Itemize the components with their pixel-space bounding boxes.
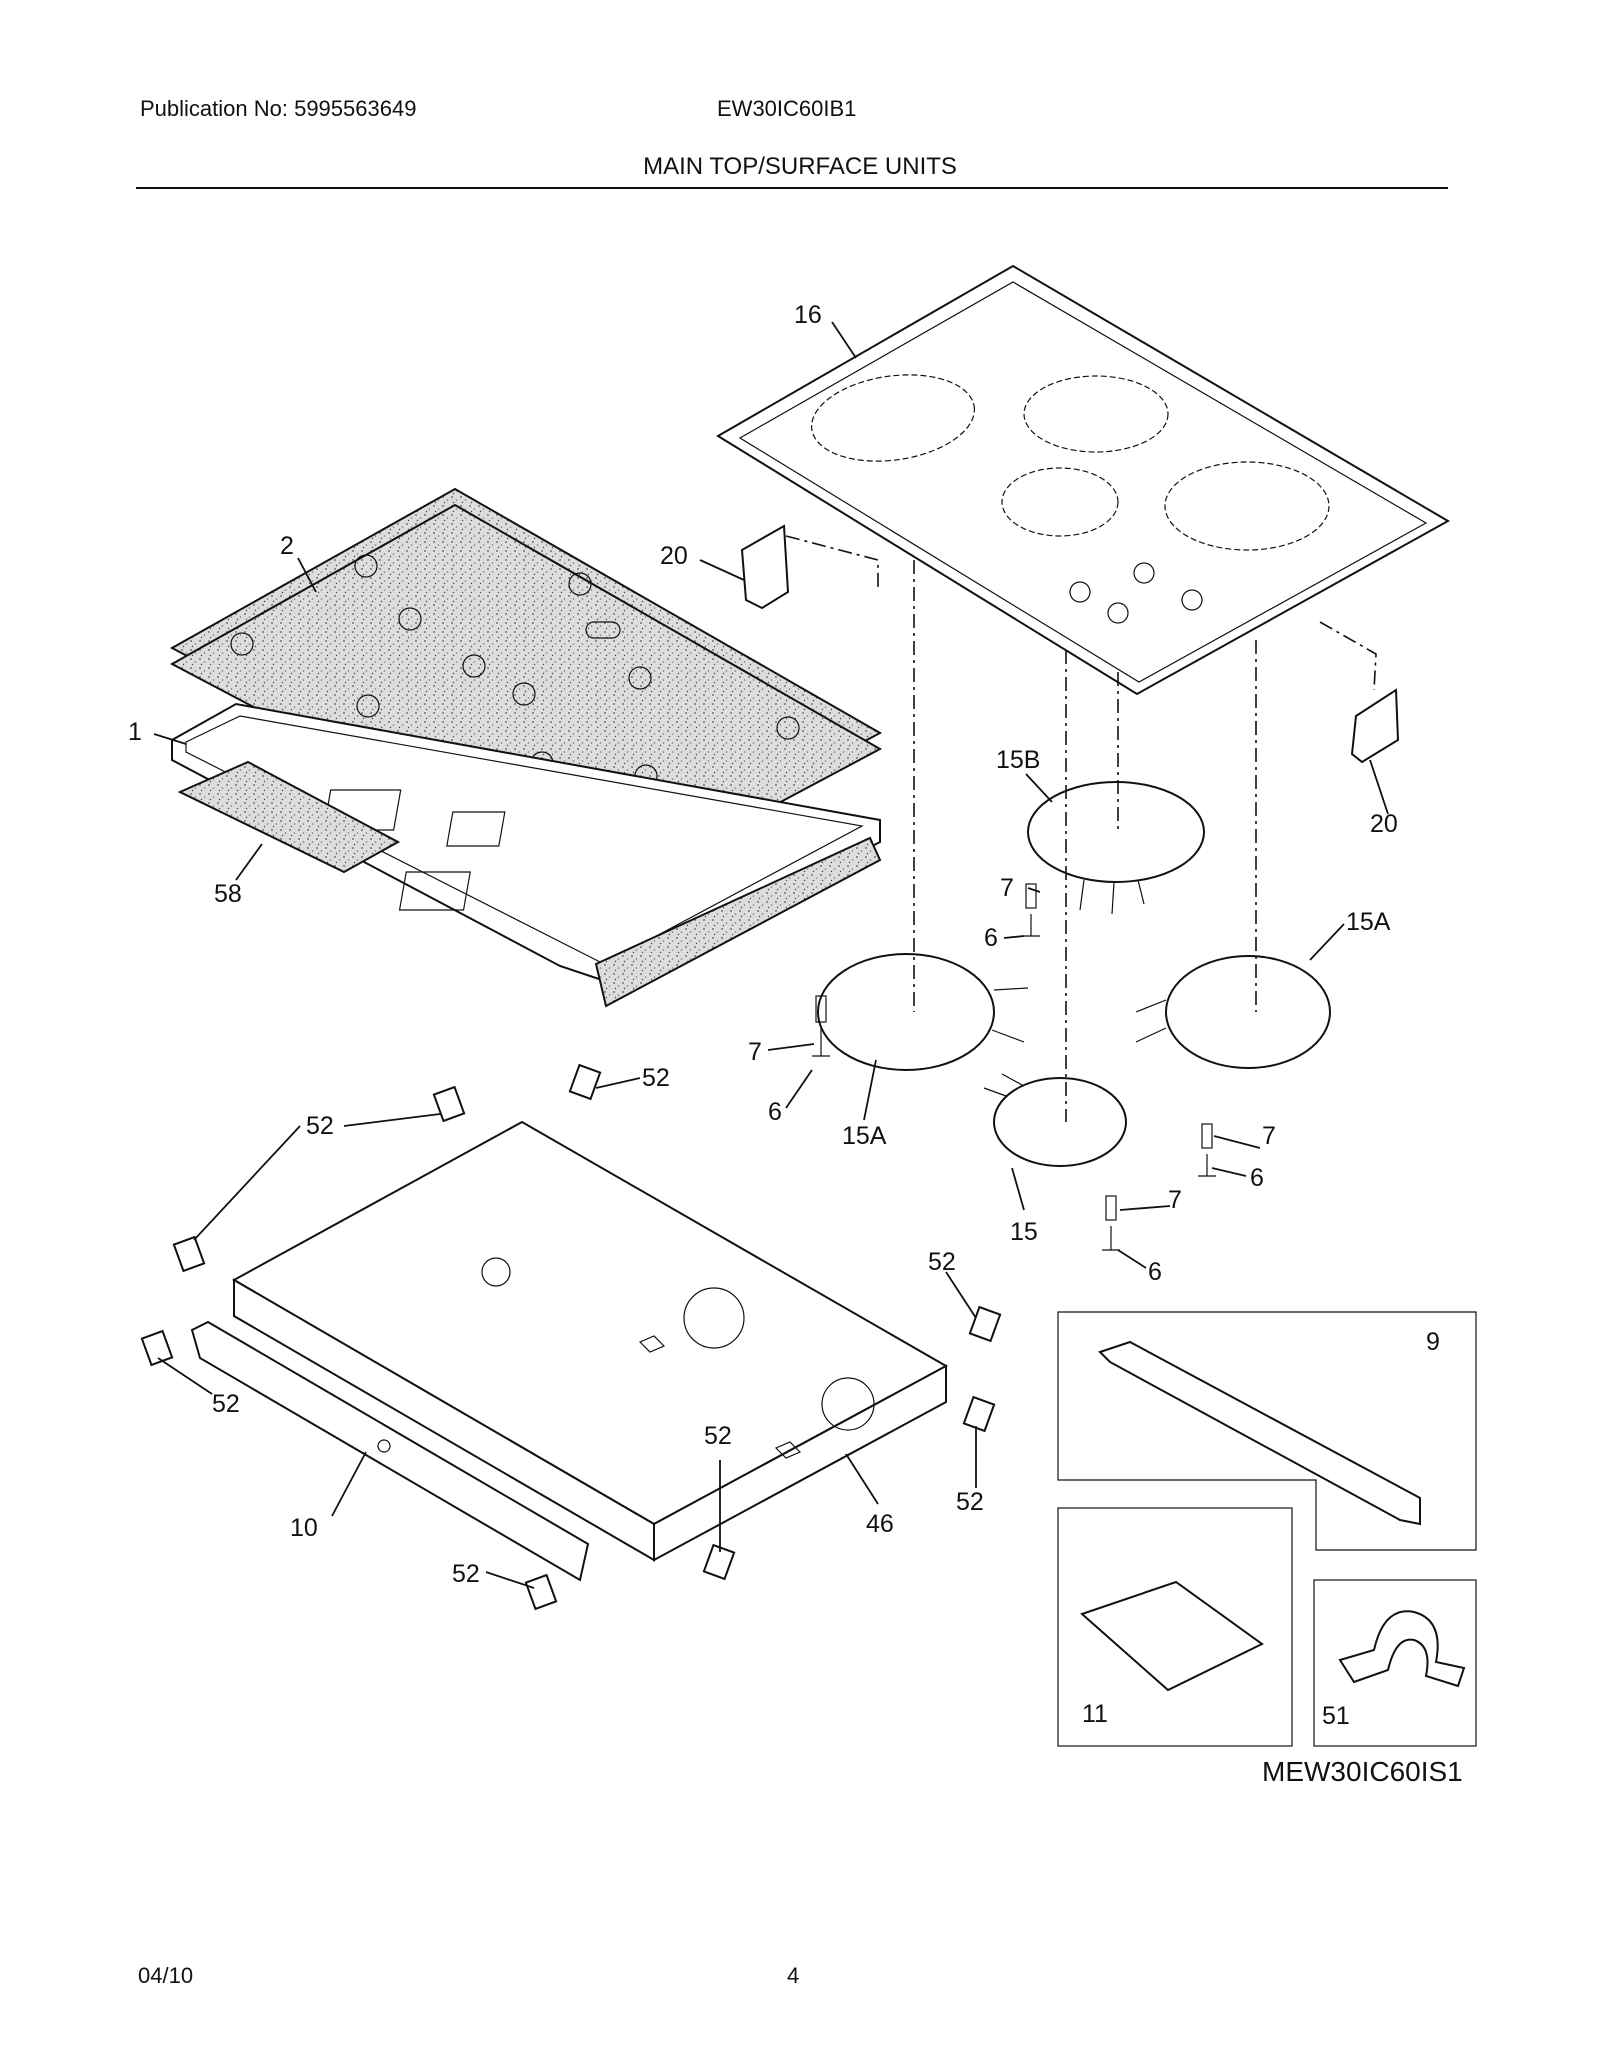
callout-labels: 16 2 20 20 1 58 15B 7 6 15A 7 6 15A 7 6 … [128,301,1440,1730]
callout-52-center: 52 [704,1422,732,1450]
publication-number: Publication No: 5995563649 [140,96,417,121]
callout-15a-right: 15A [1346,908,1391,936]
part-52-clips [140,1063,1002,1611]
callout-1: 1 [128,718,142,746]
callout-7a: 7 [1000,874,1014,902]
part-15a-surface-unit-left [817,953,1029,1071]
alignment-lines [785,535,1377,1122]
callout-20-left: 20 [660,542,688,570]
callout-16: 16 [794,301,822,329]
part-15-surface-unit [983,1073,1127,1167]
part-15b-surface-unit [1027,781,1205,915]
callout-7d: 7 [1168,1186,1182,1214]
part-20-bracket-right [1350,688,1400,764]
callout-52-right: 52 [928,1248,956,1276]
callout-10: 10 [290,1514,318,1542]
callout-52-top-left: 52 [306,1112,334,1140]
part-7-springs [815,883,1213,1221]
callout-51: 51 [1322,1702,1350,1730]
part-20-bracket-left [740,524,790,610]
callout-7b: 7 [748,1038,762,1066]
inset-part-11 [1057,1507,1293,1747]
callout-52-top-right: 52 [642,1064,670,1092]
title-rule [136,187,1448,189]
inset-part-51 [1313,1579,1477,1747]
part-6-screws [812,914,1216,1251]
callout-15: 15 [1010,1218,1038,1246]
callout-6b: 6 [768,1098,782,1126]
part-46-box [231,1120,949,1562]
model-number: EW30IC60IB1 [717,96,857,121]
callout-52-bottom: 52 [452,1560,480,1588]
callout-20-right: 20 [1370,810,1398,838]
callout-2: 2 [280,532,294,560]
figure-code: MEW30IC60IS1 [1262,1756,1463,1787]
callout-46: 46 [866,1510,894,1538]
callout-15a-left: 15A [842,1122,887,1150]
callout-6c: 6 [1250,1164,1264,1192]
callout-58: 58 [214,880,242,908]
inset-part-9 [1057,1311,1477,1551]
part-16-glass-cooktop [716,264,1451,696]
callout-52-lower-right: 52 [956,1488,984,1516]
page-title: MAIN TOP/SURFACE UNITS [643,153,957,180]
callout-11: 11 [1082,1700,1108,1728]
part-10-front-strip [190,1320,590,1582]
page-number: 4 [787,1963,800,1988]
callout-52-left: 52 [212,1390,240,1418]
callout-6d: 6 [1148,1258,1162,1286]
callout-9: 9 [1426,1328,1440,1356]
publication-date: 04/10 [138,1963,194,1988]
callout-6a: 6 [984,924,998,952]
part-58-insulation [177,760,882,1008]
leader-lines [153,321,1389,1589]
part-15a-surface-unit-right [1135,955,1331,1069]
callout-7c: 7 [1262,1122,1276,1150]
callout-15b: 15B [996,746,1040,774]
